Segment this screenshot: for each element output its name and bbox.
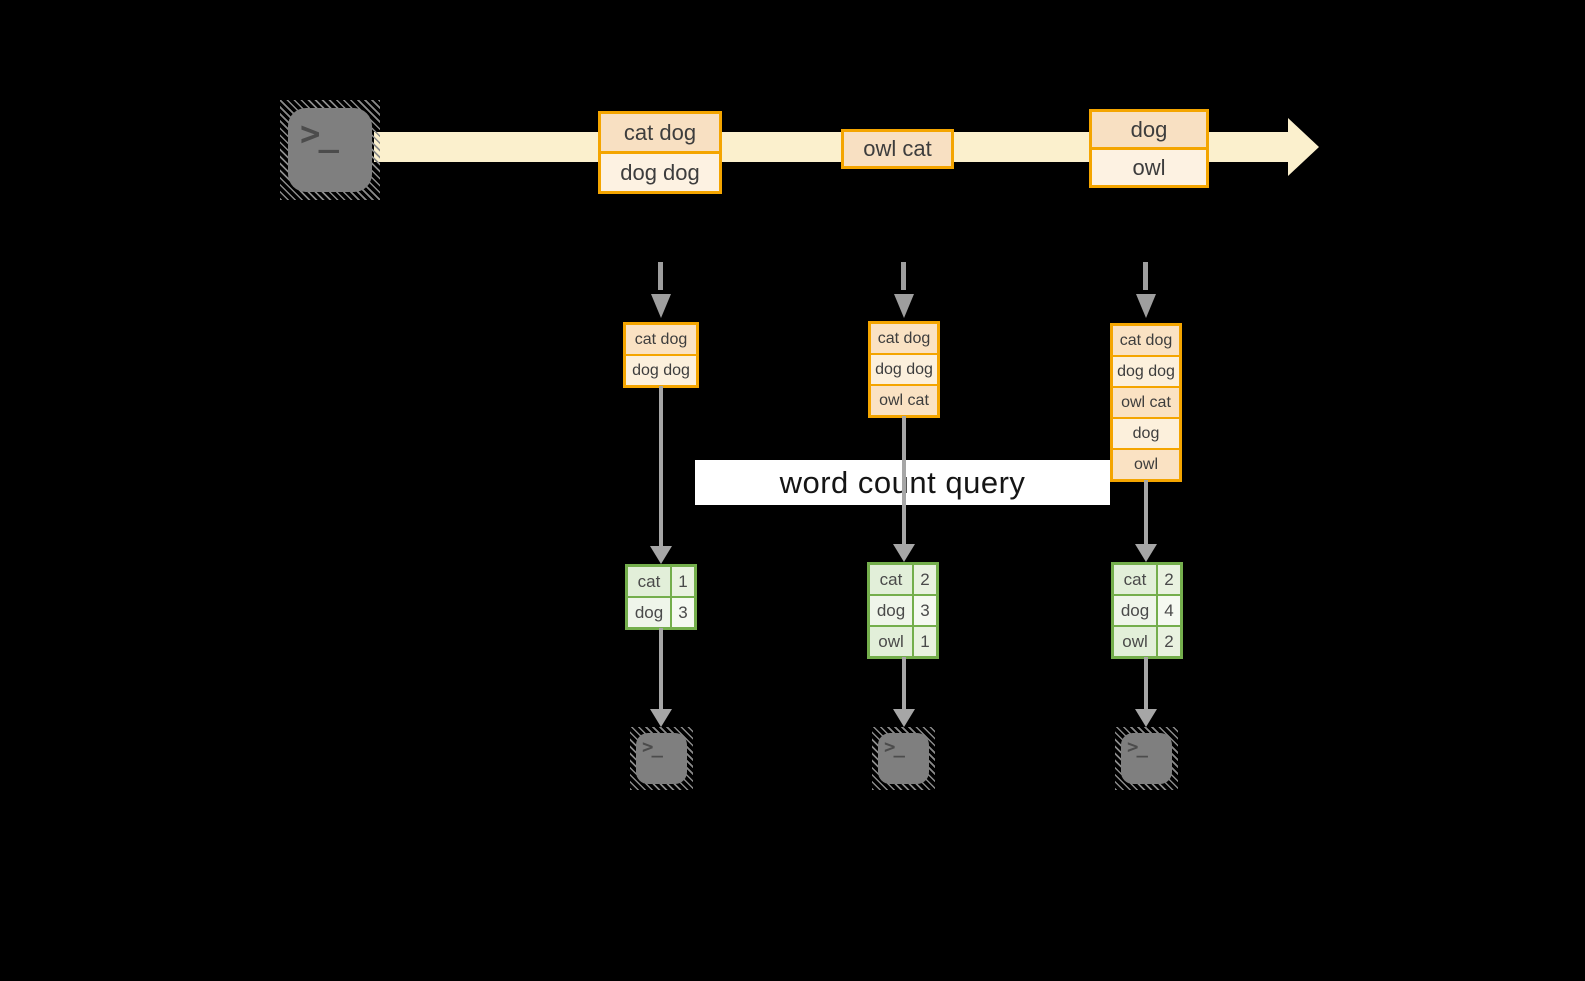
window-stack-2: cat dog dog dog owl cat (868, 321, 940, 418)
stream-arrow-head (1288, 118, 1319, 176)
terminal-prompt-glyph: >_ (884, 736, 905, 758)
window-line: owl (1113, 448, 1179, 479)
stream-event-box-3: dog owl (1089, 109, 1209, 188)
count-cell: 2 (1158, 627, 1180, 656)
sink-terminal-icon-2: >_ (872, 727, 935, 790)
dashed-arrow-head (894, 294, 914, 318)
window-line: cat dog (626, 325, 696, 354)
count-cell: 3 (672, 598, 694, 627)
terminal-prompt-glyph: >_ (300, 114, 339, 154)
window-stack-3: cat dog dog dog owl cat dog owl (1110, 323, 1182, 482)
count-cell: 2 (914, 565, 936, 594)
terminal-square: >_ (636, 733, 687, 784)
dashed-arrow-shaft (658, 262, 663, 290)
count-cell: 1 (914, 627, 936, 656)
stream-event-line: owl (1092, 147, 1206, 185)
word-cell: dog (628, 598, 670, 627)
query-arrow-head (650, 546, 672, 564)
window-line: dog dog (871, 353, 937, 384)
count-table-2: cat 2 dog 3 owl 1 (867, 562, 939, 659)
window-line: dog dog (626, 354, 696, 385)
window-line: cat dog (1113, 326, 1179, 355)
sink-terminal-icon-3: >_ (1115, 727, 1178, 790)
word-cell: cat (1114, 565, 1156, 594)
stream-event-line: dog dog (601, 151, 719, 191)
window-line: dog dog (1113, 355, 1179, 386)
count-cell: 3 (914, 596, 936, 625)
result-arrow-shaft (659, 628, 663, 711)
dashed-arrow-head (651, 294, 671, 318)
word-cell: dog (1114, 596, 1156, 625)
window-line: owl cat (871, 384, 937, 415)
stream-event-line: owl cat (844, 132, 951, 166)
result-arrow-head (650, 709, 672, 727)
query-arrow-shaft (1144, 480, 1148, 546)
window-stack-1: cat dog dog dog (623, 322, 699, 388)
terminal-square: >_ (878, 733, 929, 784)
query-arrow-shaft (659, 386, 663, 548)
word-cell: owl (870, 627, 912, 656)
window-line: cat dog (871, 324, 937, 353)
stream-event-line: dog (1092, 112, 1206, 147)
source-terminal-icon: >_ (280, 100, 380, 200)
result-arrow-shaft (1144, 657, 1148, 711)
window-line: dog (1113, 417, 1179, 448)
terminal-square: >_ (1121, 733, 1172, 784)
result-arrow-head (1135, 709, 1157, 727)
count-cell: 1 (672, 567, 694, 596)
query-arrow-head (1135, 544, 1157, 562)
query-arrow-shaft (902, 416, 906, 546)
count-table-3: cat 2 dog 4 owl 2 (1111, 562, 1183, 659)
result-arrow-head (893, 709, 915, 727)
word-cell: dog (870, 596, 912, 625)
word-cell: owl (1114, 627, 1156, 656)
stream-event-box-2: owl cat (841, 129, 954, 169)
query-arrow-head (893, 544, 915, 562)
sink-terminal-icon-1: >_ (630, 727, 693, 790)
count-cell: 2 (1158, 565, 1180, 594)
terminal-prompt-glyph: >_ (642, 736, 663, 758)
count-table-1: cat 1 dog 3 (625, 564, 697, 630)
stream-event-box-1: cat dog dog dog (598, 111, 722, 194)
dashed-arrow-head (1136, 294, 1156, 318)
terminal-square: >_ (288, 108, 372, 192)
result-arrow-shaft (902, 657, 906, 711)
window-line: owl cat (1113, 386, 1179, 417)
word-cell: cat (628, 567, 670, 596)
count-cell: 4 (1158, 596, 1180, 625)
dashed-arrow-shaft (901, 262, 906, 290)
dashed-arrow-shaft (1143, 262, 1148, 290)
stream-event-line: cat dog (601, 114, 719, 151)
word-cell: cat (870, 565, 912, 594)
terminal-prompt-glyph: >_ (1127, 736, 1148, 758)
